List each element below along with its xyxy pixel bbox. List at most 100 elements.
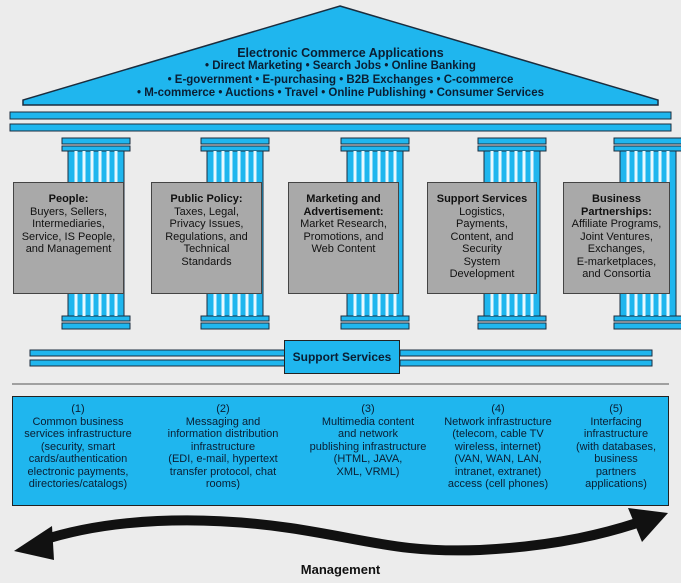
infra-line: infrastructure <box>583 428 649 440</box>
roof-title: Electronic Commerce Applications <box>237 46 444 60</box>
pillar-line: Web Content <box>311 243 376 255</box>
pillar-head-2: Partnerships: <box>581 205 652 218</box>
column-plate <box>200 322 270 330</box>
column-plate <box>61 137 131 145</box>
management-wave-arrow <box>35 515 645 556</box>
management-label: Management <box>300 562 381 577</box>
column-plate <box>613 322 681 330</box>
roof-line-3: • M-commerce • Auctions • Travel • Onlin… <box>137 87 544 99</box>
roof-line-2: • E-government • E-purchasing • B2B Exch… <box>167 73 514 86</box>
pillar-line: E-marketplaces, <box>576 255 657 268</box>
pillar-marketing: Marketing and Advertisement: Market Rese… <box>288 182 399 294</box>
pillar-head: Marketing and <box>306 193 381 205</box>
pillar-line: Privacy Issues, <box>169 218 244 230</box>
management-arrow-right-head <box>628 508 668 542</box>
infrastructure-item-1: (1) Common business services infrastruct… <box>15 403 141 491</box>
pillar-people: People: Buyers, Sellers, Intermediaries,… <box>13 182 124 294</box>
infra-line: information distribution <box>167 428 279 440</box>
column-plate <box>477 322 547 330</box>
infra-line: and network <box>338 428 398 440</box>
column-plate <box>340 145 410 152</box>
infra-line: intranet, extranet) <box>454 465 542 478</box>
pillar-line: Promotions, and <box>303 230 384 243</box>
infra-line: Common business <box>32 415 124 428</box>
column-plate <box>613 137 681 145</box>
infra-line: (with databases, <box>575 440 657 453</box>
infra-line: cards/authentication <box>28 453 128 465</box>
infra-line: rooms) <box>205 478 241 490</box>
infra-num: (1) <box>71 403 85 415</box>
infra-line: partners <box>595 465 637 478</box>
pillar-business-partnerships: Business Partnerships: Affiliate Program… <box>563 182 670 294</box>
pillar-line: Security <box>462 243 502 255</box>
infra-line: applications) <box>585 478 647 490</box>
infra-num: (5) <box>609 403 623 415</box>
column-plate <box>200 145 270 152</box>
base-bar-4 <box>399 359 653 367</box>
column-plate <box>200 315 270 322</box>
column-plate <box>613 315 681 322</box>
pillar-line: Regulations, and <box>165 230 248 243</box>
pillar-line: Taxes, Legal, <box>174 205 239 218</box>
infra-line: Messaging and <box>185 415 261 428</box>
pillar-line: Content, and <box>450 230 514 243</box>
base-bar-3 <box>399 349 653 357</box>
entablature-bar-1 <box>9 111 672 120</box>
roof-pediment <box>22 5 659 106</box>
infra-line: transfer protocol, chat <box>169 465 277 478</box>
pillar-head-2: Advertisement: <box>303 205 384 218</box>
pillar-line: Service, IS People, <box>21 230 116 243</box>
infrastructure-foundation: (1) Common business services infrastruct… <box>12 396 669 506</box>
infra-num: (2) <box>216 403 230 415</box>
infra-line: Network infrastructure <box>444 415 552 428</box>
pillar-head: Public Policy: <box>170 193 243 205</box>
infra-num: (4) <box>491 403 505 415</box>
infra-line: (HTML, JAVA, <box>333 453 403 465</box>
infra-line: publishing infrastructure <box>309 440 427 453</box>
infra-line: (EDI, e-mail, hypertext <box>168 453 278 465</box>
infra-line: services infrastructure <box>24 428 132 440</box>
infra-line: Interfacing <box>590 415 642 428</box>
support-services-base: Support Services <box>284 340 400 374</box>
column-plate <box>340 137 410 145</box>
infrastructure-item-5: (5) Interfacing infrastructure (with dat… <box>565 403 667 491</box>
base-bar-1 <box>29 349 286 357</box>
infra-line: access (cell phones) <box>447 478 549 490</box>
management-arrow-left-head <box>14 526 54 560</box>
column-plate <box>477 145 547 152</box>
infra-line: directories/catalogs) <box>28 478 128 490</box>
support-services-label: Support Services <box>292 350 392 364</box>
pillar-line: Market Research, <box>300 218 387 230</box>
column-plate <box>61 315 131 322</box>
pillar-line: Development <box>449 268 515 280</box>
infra-num: (3) <box>361 403 375 415</box>
column-plate <box>477 315 547 322</box>
pillar-line: Payments, <box>456 218 508 230</box>
column-plate <box>477 137 547 145</box>
infrastructure-item-4: (4) Network infrastructure (telecom, cab… <box>433 403 563 491</box>
infra-line: (security, smart <box>40 440 116 453</box>
pillar-line: System <box>463 255 501 268</box>
pillar-line: Exchanges, <box>587 243 646 255</box>
pillar-line: Affiliate Programs, <box>571 218 662 230</box>
pillar-head: Business <box>592 193 641 205</box>
column-plate <box>340 315 410 322</box>
infrastructure-item-3: (3) Multimedia content and network publi… <box>303 403 433 478</box>
column-plate <box>61 145 131 152</box>
pillar-head: Support Services <box>436 193 528 205</box>
infra-line: (telecom, cable TV <box>452 428 544 440</box>
pillar-public-policy: Public Policy: Taxes, Legal, Privacy Iss… <box>151 182 262 294</box>
column-plate <box>340 322 410 330</box>
column-plate <box>613 145 681 152</box>
infra-line: Multimedia content <box>321 415 415 428</box>
column-plate <box>61 322 131 330</box>
pillar-line: Buyers, Sellers, <box>29 205 108 218</box>
pillar-line: and Management <box>25 243 112 255</box>
pillar-line: Intermediaries, <box>32 218 105 230</box>
column-plate <box>200 137 270 145</box>
infra-line: infrastructure <box>190 440 256 453</box>
pillar-line: Logistics, <box>459 205 505 218</box>
infra-line: XML, VRML) <box>336 465 400 478</box>
roof-line-1: • Direct Marketing • Search Jobs • Onlin… <box>205 60 476 72</box>
base-bar-2 <box>29 359 286 367</box>
